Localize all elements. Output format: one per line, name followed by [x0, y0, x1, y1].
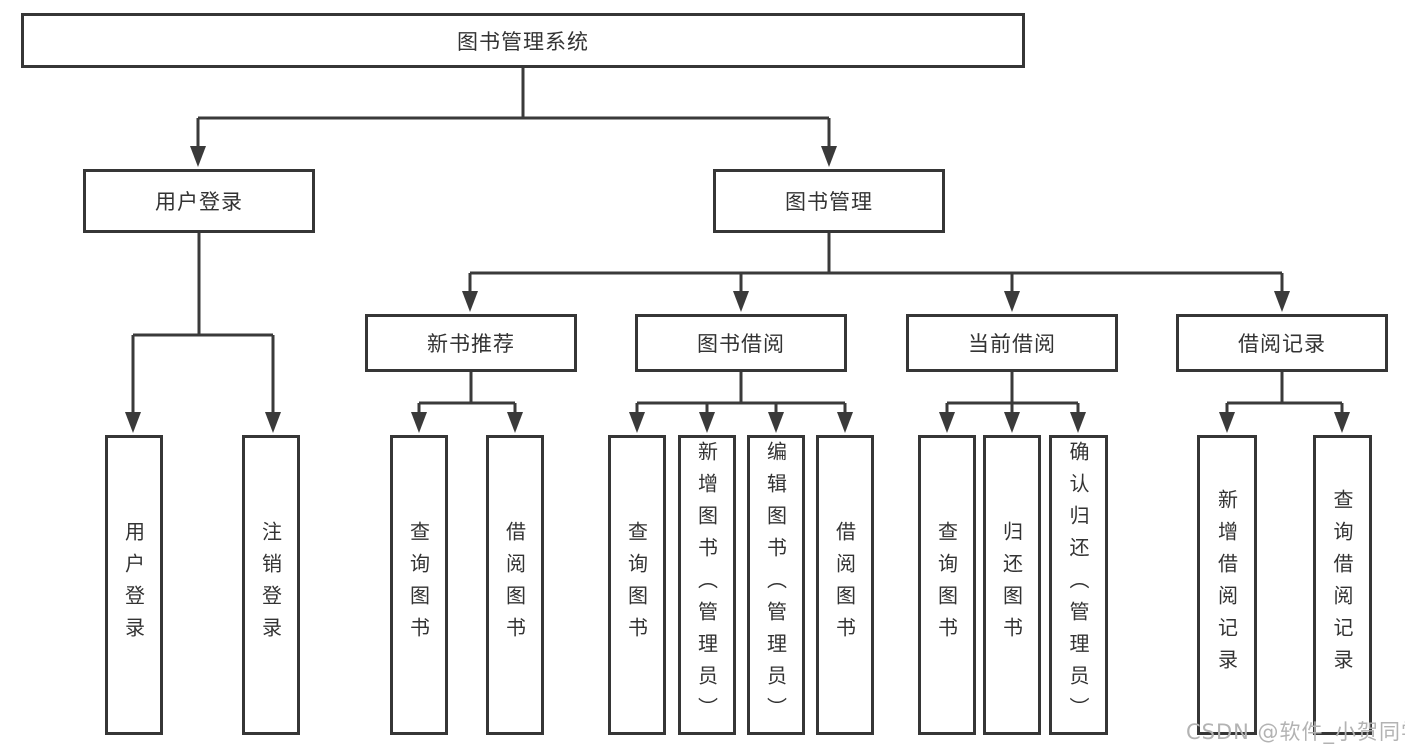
node-current-borrow: 当前借阅: [906, 314, 1118, 372]
node-label: 查询图书: [934, 521, 959, 649]
node-label: 查询图书: [406, 521, 431, 649]
node-label: 查询图书: [624, 521, 649, 649]
node-label: 当前借阅: [968, 332, 1056, 356]
node-borrow-records: 借阅记录: [1176, 314, 1388, 372]
leaf-user-login: 用户登录: [105, 435, 163, 735]
node-label: 注销登录: [258, 521, 283, 649]
node-label: 确认归还（管理员）: [1066, 441, 1090, 729]
connector-borrow-records-children: [1219, 372, 1350, 433]
connector-book-management-children: [462, 233, 1290, 312]
leaf-query-borrow-record: 查询借阅记录: [1313, 435, 1372, 735]
connector-current-borrow-children: [939, 372, 1086, 433]
arrowhead-book-borrow: [733, 291, 749, 312]
leaf-edit-book-admin: 编辑图书（管理员）: [747, 435, 805, 735]
leaf-query-books-recommend: 查询图书: [390, 435, 448, 735]
leaf-borrow-books: 借阅图书: [816, 435, 874, 735]
arrowhead-leaf-user-login: [125, 412, 141, 433]
node-label: 借阅图书: [832, 521, 857, 649]
node-new-book-recommend: 新书推荐: [365, 314, 577, 372]
connector-book-borrow-children: [629, 372, 853, 433]
connector-user-login-children: [125, 233, 281, 433]
arrowhead-current-borrow: [1004, 291, 1020, 312]
node-label: 图书借阅: [697, 332, 785, 356]
node-book-borrow: 图书借阅: [635, 314, 847, 372]
arrowhead-book-management: [821, 146, 837, 167]
node-label: 借阅图书: [502, 521, 527, 649]
node-label: 用户登录: [155, 190, 243, 214]
connector-root-to-level1: [190, 68, 837, 167]
leaf-confirm-return-admin: 确认归还（管理员）: [1049, 435, 1108, 735]
arrowhead-new-book-recommend: [462, 291, 478, 312]
node-label: 用户登录: [121, 521, 146, 649]
node-user-login: 用户登录: [83, 169, 315, 233]
connector-new-book-recommend-children: [411, 372, 523, 433]
node-book-management: 图书管理: [713, 169, 945, 233]
leaf-borrow-books-recommend: 借阅图书: [486, 435, 544, 735]
node-label: 归还图书: [999, 521, 1024, 649]
node-label: 新书推荐: [427, 332, 515, 356]
arrowhead-borrow-records: [1274, 291, 1290, 312]
leaf-add-borrow-record: 新增借阅记录: [1197, 435, 1257, 735]
node-label: 图书管理系统: [457, 29, 589, 54]
leaf-query-books-borrow: 查询图书: [608, 435, 666, 735]
node-label: 借阅记录: [1238, 332, 1326, 356]
node-label: 编辑图书（管理员）: [763, 441, 788, 729]
arrowhead-leaf-logout: [265, 412, 281, 433]
csdn-watermark: CSDN @软件_小贺同学: [1186, 720, 1405, 744]
leaf-add-book-admin: 新增图书（管理员）: [678, 435, 736, 735]
node-label: 图书管理: [785, 190, 873, 214]
node-label: 新增图书（管理员）: [694, 441, 719, 729]
arrowhead-user-login: [190, 146, 206, 167]
leaf-logout: 注销登录: [242, 435, 300, 735]
node-library-management-system: 图书管理系统: [21, 13, 1025, 68]
leaf-query-books-current: 查询图书: [918, 435, 976, 735]
node-label: 新增借阅记录: [1214, 489, 1239, 681]
leaf-return-book: 归还图书: [983, 435, 1041, 735]
node-label: 查询借阅记录: [1330, 489, 1354, 681]
